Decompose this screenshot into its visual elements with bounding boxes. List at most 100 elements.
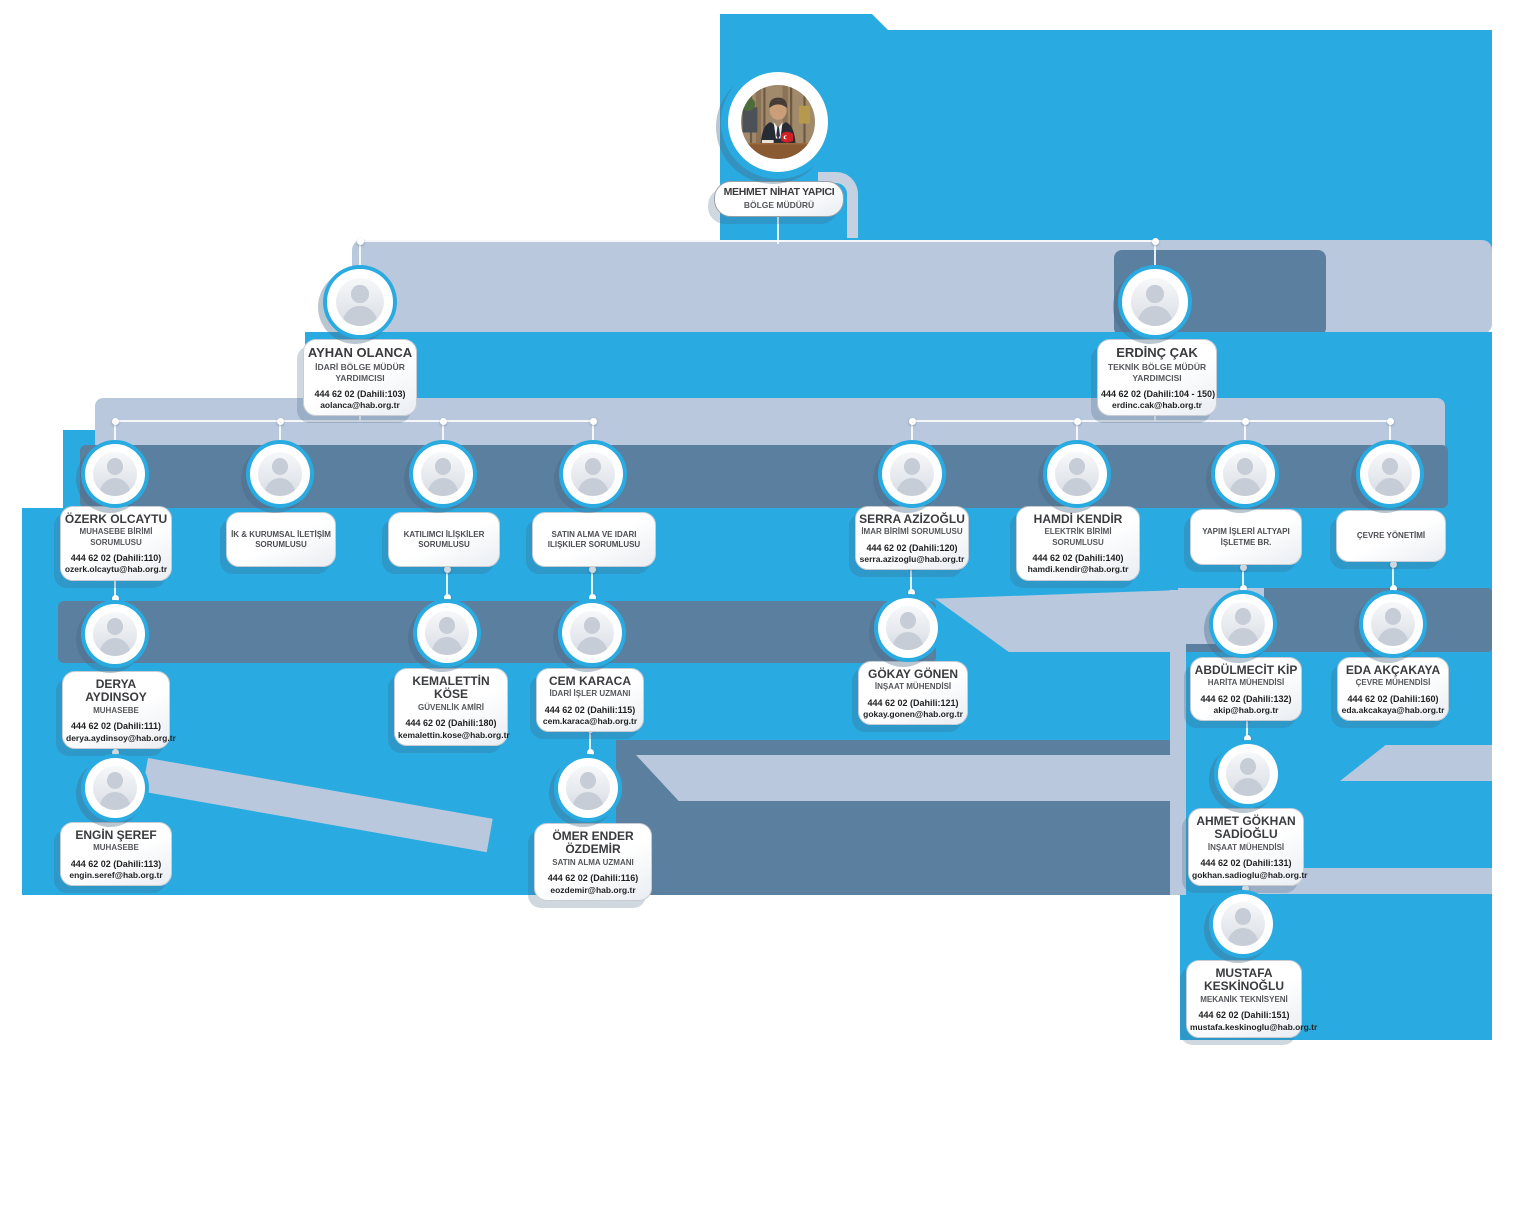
- avatar-placeholder-icon: [1214, 740, 1282, 808]
- person-title: TEKNİK BÖLGE MÜDÜR YARDIMCISI: [1107, 361, 1207, 383]
- person-email: akip@hab.org.tr: [1213, 705, 1279, 716]
- person-email: eda.akcakaya@hab.org.tr: [1341, 705, 1445, 716]
- avatar-placeholder-icon: [874, 594, 942, 662]
- connector-line: [279, 421, 281, 441]
- person-title: İDARİ BÖLGE MÜDÜR YARDIMCISI: [315, 361, 405, 383]
- connector-dot: [356, 237, 364, 245]
- connector-line: [359, 242, 361, 268]
- mehmet-photo: [721, 65, 835, 179]
- connector-dot: [588, 565, 596, 573]
- avatar-placeholder-icon: [413, 599, 481, 667]
- connector-dot: [589, 417, 597, 425]
- person-title: ELEKTRİK BİRİMİ SORUMLUSU: [1044, 527, 1112, 547]
- avatar-placeholder-icon: [1043, 440, 1111, 508]
- connector-dot: [1239, 563, 1247, 571]
- person-phone: 444 62 02 (Dahili:115): [544, 704, 636, 715]
- person-name: ABDÜLMECİT KİP: [1194, 663, 1298, 677]
- connector-line: [359, 240, 1156, 242]
- bg-slate-band-level4-left: [58, 601, 936, 663]
- person-name: GÖKAY GÖNEN: [867, 667, 959, 681]
- connector-line: [910, 564, 912, 595]
- connector-dot: [1386, 417, 1394, 425]
- org-card-yapim: YAPIM İŞLERİ ALTYAPI İŞLETME BR.: [1190, 509, 1302, 565]
- person-email: engin.seref@hab.org.tr: [69, 870, 163, 881]
- org-card-cevre: ÇEVRE YÖNETİMİ: [1336, 510, 1446, 562]
- avatar-placeholder-icon: [409, 440, 477, 508]
- person-title: MUHASEBE BİRİMİ SORUMLUSU: [79, 527, 153, 547]
- avatar-placeholder-icon: [1118, 265, 1192, 339]
- portrait-photo: [740, 84, 816, 160]
- connector-dot: [111, 748, 119, 756]
- person-phone: 444 62 02 (Dahili:111): [70, 721, 162, 732]
- person-title: İNŞAAT MÜHENDİSİ: [1207, 842, 1285, 852]
- org-card-ik: İK & KURUMSAL İLETİŞİM SORUMLUSU: [226, 512, 336, 567]
- connector-dot: [439, 417, 447, 425]
- avatar-placeholder-icon: [1209, 890, 1277, 958]
- person-email: erdinc.cak@hab.org.tr: [1111, 399, 1202, 410]
- person-title: MEKANİK TEKNİSYENİ: [1200, 994, 1288, 1004]
- connector-line: [1246, 715, 1248, 741]
- person-phone: 444 62 02 (Dahili:121): [867, 697, 959, 708]
- person-phone: 444 62 02 (Dahili:113): [70, 858, 162, 869]
- person-name: MUSTAFA KESKİNOĞLU: [1203, 966, 1284, 994]
- person-title: İK & KURUMSAL İLETİŞİM SORUMLUSU: [231, 529, 331, 549]
- person-email: mustafa.keskinoglu@hab.org.tr: [1190, 1021, 1318, 1032]
- person-name: CEM KARACA: [549, 674, 631, 688]
- connector-line: [1076, 421, 1078, 441]
- person-name: ÖMER ENDER ÖZDEMİR: [552, 829, 634, 857]
- connector-dot: [1389, 584, 1397, 592]
- person-name: SERRA AZİZOĞLU: [859, 512, 965, 526]
- connector-line: [1392, 562, 1394, 591]
- person-title: SATIN ALMA UZMANI: [552, 857, 634, 867]
- connector-dot: [1241, 417, 1249, 425]
- person-phone: 444 62 02 (Dahili:131): [1200, 858, 1292, 869]
- bg-light-ribbon-omer: [636, 755, 1170, 801]
- person-phone: 444 62 02 (Dahili:140): [1032, 553, 1124, 564]
- person-email: ozerk.olcaytu@hab.org.tr: [64, 564, 168, 575]
- connector-line: [592, 421, 594, 441]
- person-email: hamdi.kendir@hab.org.tr: [1027, 564, 1129, 575]
- connector-dot: [443, 593, 451, 601]
- person-name: EDA AKÇAKAYA: [1345, 663, 1441, 677]
- person-title: KATILIMCI İLİŞKİLER SORUMLUSU: [403, 529, 485, 549]
- connector-line: [1244, 421, 1246, 441]
- person-email: aolanca@hab.org.tr: [320, 399, 400, 410]
- person-phone: 444 62 02 (Dahili:104 - 150): [1101, 388, 1216, 399]
- connector-dot: [586, 748, 594, 756]
- person-name: AYHAN OLANCA: [307, 345, 413, 360]
- avatar-placeholder-icon: [1209, 590, 1277, 658]
- connector-dot: [1239, 584, 1247, 592]
- person-email: gokhan.sadioglu@hab.org.tr: [1192, 869, 1308, 880]
- avatar-placeholder-icon: [554, 754, 622, 822]
- person-title: ÇEVRE YÖNETİMİ: [1356, 531, 1426, 541]
- connector-line: [1389, 421, 1391, 441]
- avatar-placeholder-icon: [246, 440, 314, 508]
- avatar-placeholder-icon: [1356, 440, 1424, 508]
- person-phone: 444 62 02 (Dahili:132): [1200, 693, 1292, 704]
- connector-line: [777, 214, 779, 244]
- connector-dot: [1241, 884, 1249, 892]
- connector-line: [114, 421, 116, 441]
- person-name: ERDİNÇ ÇAK: [1116, 345, 1198, 360]
- org-card-satinalma: SATIN ALMA VE IDARI ILIŞKILER SORUMLUSU: [532, 512, 656, 567]
- connector-dot: [907, 588, 915, 596]
- connector-dot: [111, 417, 119, 425]
- avatar-placeholder-icon: [81, 754, 149, 822]
- person-email: cem.karaca@hab.org.tr: [542, 716, 638, 727]
- avatar-placeholder-icon: [323, 265, 397, 339]
- connector-line: [114, 420, 594, 422]
- person-title: ÇEVRE MÜHENDİSİ: [1355, 678, 1431, 688]
- person-email: gokay.gonen@hab.org.tr: [863, 709, 963, 720]
- avatar-placeholder-icon: [81, 600, 149, 668]
- person-title: YAPIM İŞLERİ ALTYAPI İŞLETME BR.: [1202, 527, 1290, 547]
- connector-dot: [1073, 417, 1081, 425]
- connector-dot: [443, 565, 451, 573]
- connector-line: [1154, 242, 1156, 268]
